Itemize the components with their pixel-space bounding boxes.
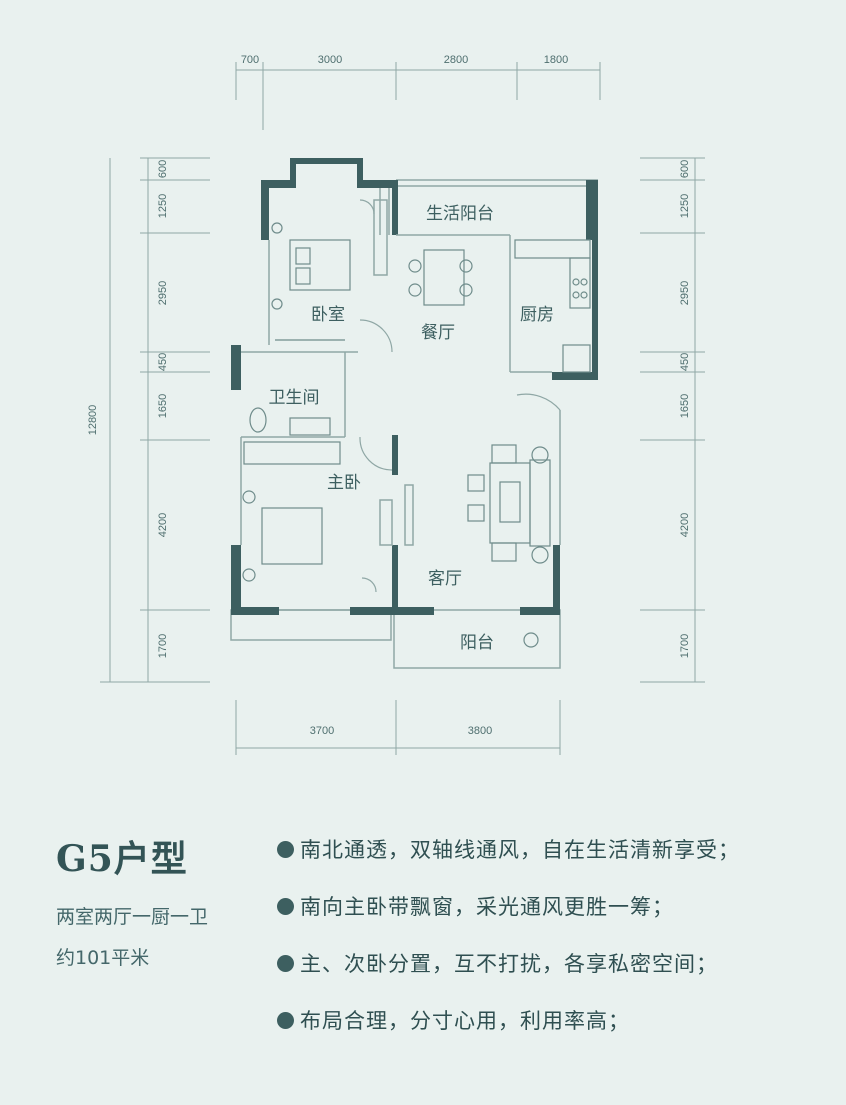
furniture [242, 222, 591, 648]
bullet-icon [277, 898, 294, 915]
dim-top-2: 3000 [318, 54, 342, 66]
unit-layout: 两室两厅一厨一卫 [56, 906, 209, 928]
dim-left-7: 1700 [157, 634, 169, 658]
feature-item: 布局合理，分寸心用，利用率高； [277, 1001, 740, 1058]
dim-top-3: 2800 [444, 54, 468, 66]
dim-right-6: 4200 [679, 513, 691, 537]
balcony-outlines [230, 179, 598, 669]
dim-right-2: 1250 [679, 194, 691, 218]
feature-text: 南北通透，双轴线通风，自在生活清新享受； [300, 838, 740, 862]
sofa [529, 459, 551, 547]
dim-right-5: 1650 [679, 394, 691, 418]
feature-text: 布局合理，分寸心用，利用率高； [300, 1009, 630, 1033]
bullet-icon [277, 955, 294, 972]
dining-table [423, 249, 465, 306]
room-master-bedroom: 主卧 [327, 473, 361, 493]
feature-item: 南向主卧带飘窗，采光通风更胜一筹； [277, 887, 740, 944]
room-living-balcony: 生活阳台 [426, 204, 494, 224]
room-labels: 生活阳台 卧室 餐厅 厨房 卫生间 主卧 客厅 阳台 [269, 204, 555, 653]
interior-walls [240, 188, 561, 546]
room-bathroom: 卫生间 [269, 388, 320, 408]
dimension-lines [100, 62, 705, 755]
master-bed [261, 507, 323, 565]
feature-text: 主、次卧分置，互不打扰，各享私密空间； [300, 952, 718, 976]
door-arcs [359, 199, 561, 593]
dim-bottom-1: 3700 [310, 725, 334, 737]
dim-left-3: 2950 [157, 281, 169, 305]
feature-item: 南北通透，双轴线通风，自在生活清新享受； [277, 830, 740, 887]
floor-plan: 700 3000 2800 1800 3700 3800 600 1250 29… [87, 54, 705, 755]
feature-text: 南向主卧带飘窗，采光通风更胜一筹； [300, 895, 674, 919]
dim-left-4: 450 [157, 353, 169, 371]
dim-total: 12800 [87, 405, 99, 436]
bullet-icon [277, 1012, 294, 1029]
dim-top-1: 700 [241, 54, 259, 66]
room-living: 客厅 [428, 569, 462, 589]
washbasin [289, 417, 331, 436]
kitchen-counter [514, 239, 591, 259]
dim-top-4: 1800 [544, 54, 568, 66]
unit-area: 约101平米 [56, 947, 150, 969]
dim-left-6: 4200 [157, 513, 169, 537]
unit-type-title: G5户型 [56, 838, 188, 880]
dim-bottom-2: 3800 [468, 725, 492, 737]
bedroom-bed [289, 239, 351, 291]
dim-right-3: 2950 [679, 281, 691, 305]
room-bedroom: 卧室 [311, 305, 345, 325]
balcony-drain [523, 632, 539, 648]
bullet-icon [277, 841, 294, 858]
dim-right-1: 600 [679, 160, 691, 178]
coffee-table [489, 462, 531, 544]
dim-right-4: 450 [679, 353, 691, 371]
dim-left-2: 1250 [157, 194, 169, 218]
toilet [249, 407, 267, 433]
room-kitchen: 厨房 [520, 305, 554, 325]
room-dining: 餐厅 [421, 323, 455, 343]
dim-right-7: 1700 [679, 634, 691, 658]
dim-left-5: 1650 [157, 394, 169, 418]
dim-left-1: 600 [157, 160, 169, 178]
feature-list: 南北通透，双轴线通风，自在生活清新享受； 南向主卧带飘窗，采光通风更胜一筹； 主… [277, 830, 740, 1058]
room-balcony: 阳台 [460, 633, 494, 653]
dimension-labels: 700 3000 2800 1800 3700 3800 600 1250 29… [87, 54, 691, 737]
feature-item: 主、次卧分置，互不打扰，各享私密空间； [277, 944, 740, 1001]
walls [231, 158, 598, 615]
